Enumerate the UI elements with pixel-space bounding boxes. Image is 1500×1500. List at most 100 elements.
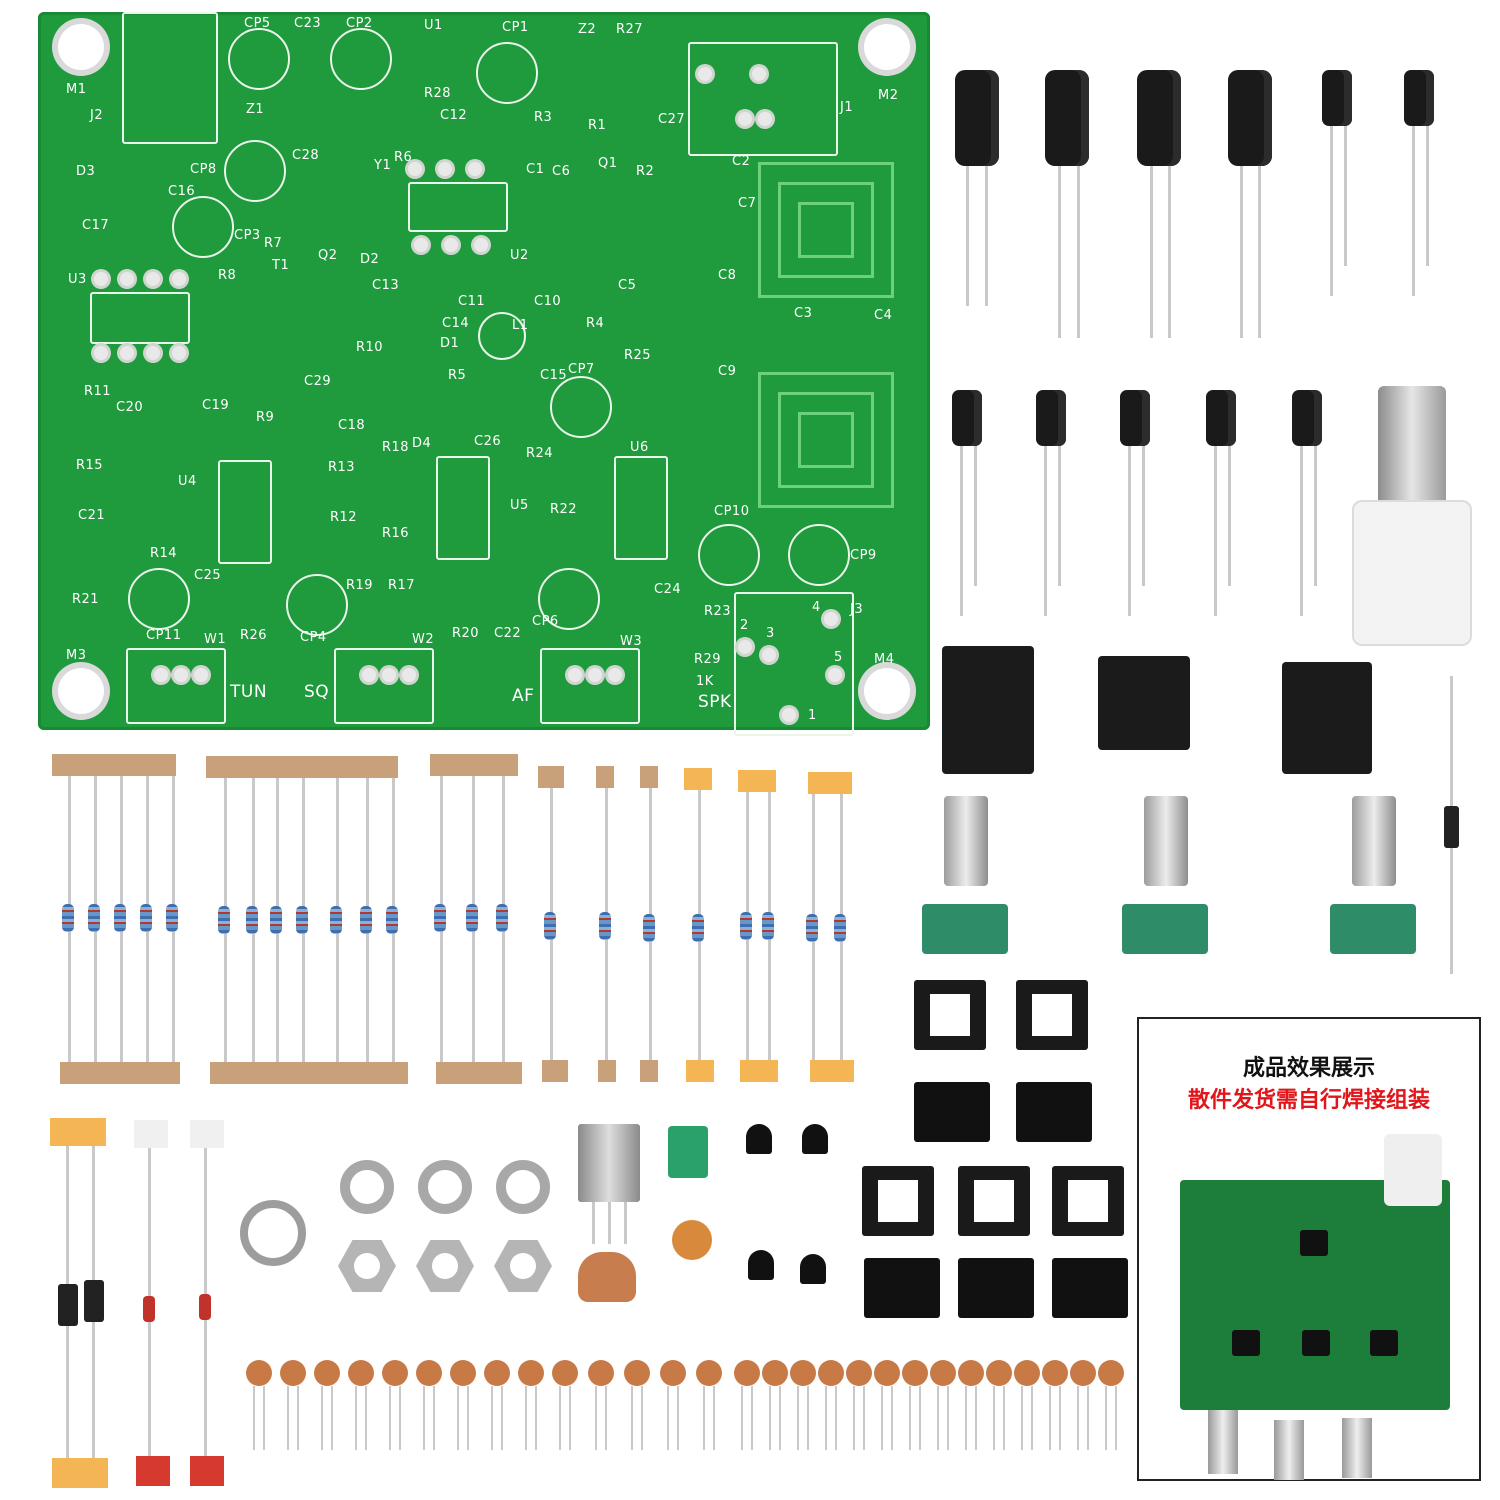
resistor xyxy=(834,914,846,942)
resistor xyxy=(114,904,126,932)
ceramic-capacitor xyxy=(874,1360,900,1386)
label-c21: C21 xyxy=(78,508,106,523)
washer xyxy=(340,1160,394,1214)
capacitor-lead xyxy=(263,1386,265,1450)
label-c22: C22 xyxy=(494,626,522,641)
transformer-lead xyxy=(592,1202,595,1244)
label-r29: R29 xyxy=(694,652,722,667)
capacitor-lead xyxy=(631,1386,633,1450)
label-u5: U5 xyxy=(510,498,529,513)
if-transformer xyxy=(578,1124,640,1202)
ic-outline-u6 xyxy=(614,456,668,560)
label-pin2: 2 xyxy=(740,618,749,633)
audio-jack-right xyxy=(1282,662,1372,774)
capacitor-lead xyxy=(297,1386,299,1450)
cap-outline-cp7 xyxy=(550,376,612,438)
pcb-coil-lower xyxy=(758,372,894,508)
cap-outline-cp10 xyxy=(698,524,760,586)
label-c15: C15 xyxy=(540,368,568,383)
solder-pad xyxy=(94,272,108,286)
label-u2: U2 xyxy=(510,248,529,263)
resistor xyxy=(544,912,556,940)
label-c26: C26 xyxy=(474,434,502,449)
label-u6: U6 xyxy=(630,440,649,455)
resistor xyxy=(88,904,100,932)
resistor xyxy=(692,914,704,942)
label-r27: R27 xyxy=(616,22,644,37)
label-c16: C16 xyxy=(168,184,196,199)
solder-pad xyxy=(568,668,582,682)
label-pin4: 4 xyxy=(812,600,821,615)
capacitor-lead xyxy=(993,1386,995,1450)
solder-pad xyxy=(146,272,160,286)
label-c20: C20 xyxy=(116,400,144,415)
label-cp6: CP6 xyxy=(532,614,559,629)
capacitor-lead xyxy=(1021,1386,1023,1450)
coil-outline-l1 xyxy=(478,312,526,360)
label-r13: R13 xyxy=(328,460,356,475)
capacitor-lead xyxy=(947,1386,949,1450)
label-l1: L1 xyxy=(512,318,529,333)
capacitor-lead xyxy=(937,1386,939,1450)
label-cp8: CP8 xyxy=(190,162,217,177)
resistor xyxy=(62,904,74,932)
potentiometer-shaft xyxy=(1352,796,1396,886)
ceramic-capacitor xyxy=(314,1360,340,1386)
solder-pad xyxy=(782,708,796,722)
label-d2: D2 xyxy=(360,252,380,267)
pot-outline-w2 xyxy=(334,648,434,724)
ic-outline-u4 xyxy=(218,460,272,564)
mounting-hole-m1 xyxy=(58,24,104,70)
resistor xyxy=(434,904,446,932)
capacitor-lead xyxy=(825,1386,827,1450)
ic-outline-u2 xyxy=(408,182,508,232)
resistor-tape-bottom xyxy=(686,1060,714,1082)
electrolytic-capacitor-small xyxy=(1322,70,1352,126)
knurled-nut xyxy=(240,1200,306,1266)
label-z2: Z2 xyxy=(578,22,597,37)
capacitor-lead xyxy=(491,1386,493,1450)
capacitor-lead xyxy=(1031,1386,1033,1450)
label-pin3: 3 xyxy=(766,626,775,641)
resistor-tape-bottom xyxy=(740,1060,778,1082)
bnc-outline xyxy=(688,42,838,156)
pot-outline-w1 xyxy=(126,648,226,724)
label-j2: J2 xyxy=(90,108,104,123)
ic-outline-u5 xyxy=(436,456,490,560)
resistor xyxy=(166,904,178,932)
ic-chip xyxy=(1052,1258,1128,1318)
label-cp5: CP5 xyxy=(244,16,271,31)
capacitor-lead xyxy=(433,1386,435,1450)
ic-chip xyxy=(1016,1082,1092,1142)
label-r20: R20 xyxy=(452,626,480,641)
solder-pad xyxy=(382,668,396,682)
solder-pad xyxy=(120,346,134,360)
ceramic-capacitor xyxy=(280,1360,306,1386)
resistor xyxy=(360,906,372,934)
ceramic-capacitor xyxy=(518,1360,544,1386)
electrolytic-capacitor-small xyxy=(1404,70,1434,126)
ceramic-capacitor xyxy=(552,1360,578,1386)
capacitor-lead xyxy=(595,1386,597,1450)
label-r15: R15 xyxy=(76,458,104,473)
resistor xyxy=(270,906,282,934)
transistor xyxy=(746,1124,772,1154)
audio-jack-left xyxy=(942,646,1034,774)
solder-pad xyxy=(146,346,160,360)
label-c29: C29 xyxy=(304,374,332,389)
label-c6: C6 xyxy=(552,164,571,179)
ceramic-resonator xyxy=(578,1252,636,1302)
solder-pad xyxy=(738,112,752,126)
capacitor-lead xyxy=(919,1386,921,1450)
ceramic-capacitor xyxy=(624,1360,650,1386)
capacitor-lead xyxy=(1049,1386,1051,1450)
hex-nut xyxy=(416,1240,474,1292)
capacitor-lead xyxy=(703,1386,705,1450)
label-r21: R21 xyxy=(72,592,100,607)
diode-tape-top xyxy=(134,1120,168,1148)
bnc-connector-metal xyxy=(1378,386,1446,506)
resistor xyxy=(740,912,752,940)
pcb-coil-upper-core xyxy=(798,202,854,258)
small-signal-diode xyxy=(143,1296,155,1322)
capacitor-lead xyxy=(1077,1386,1079,1450)
